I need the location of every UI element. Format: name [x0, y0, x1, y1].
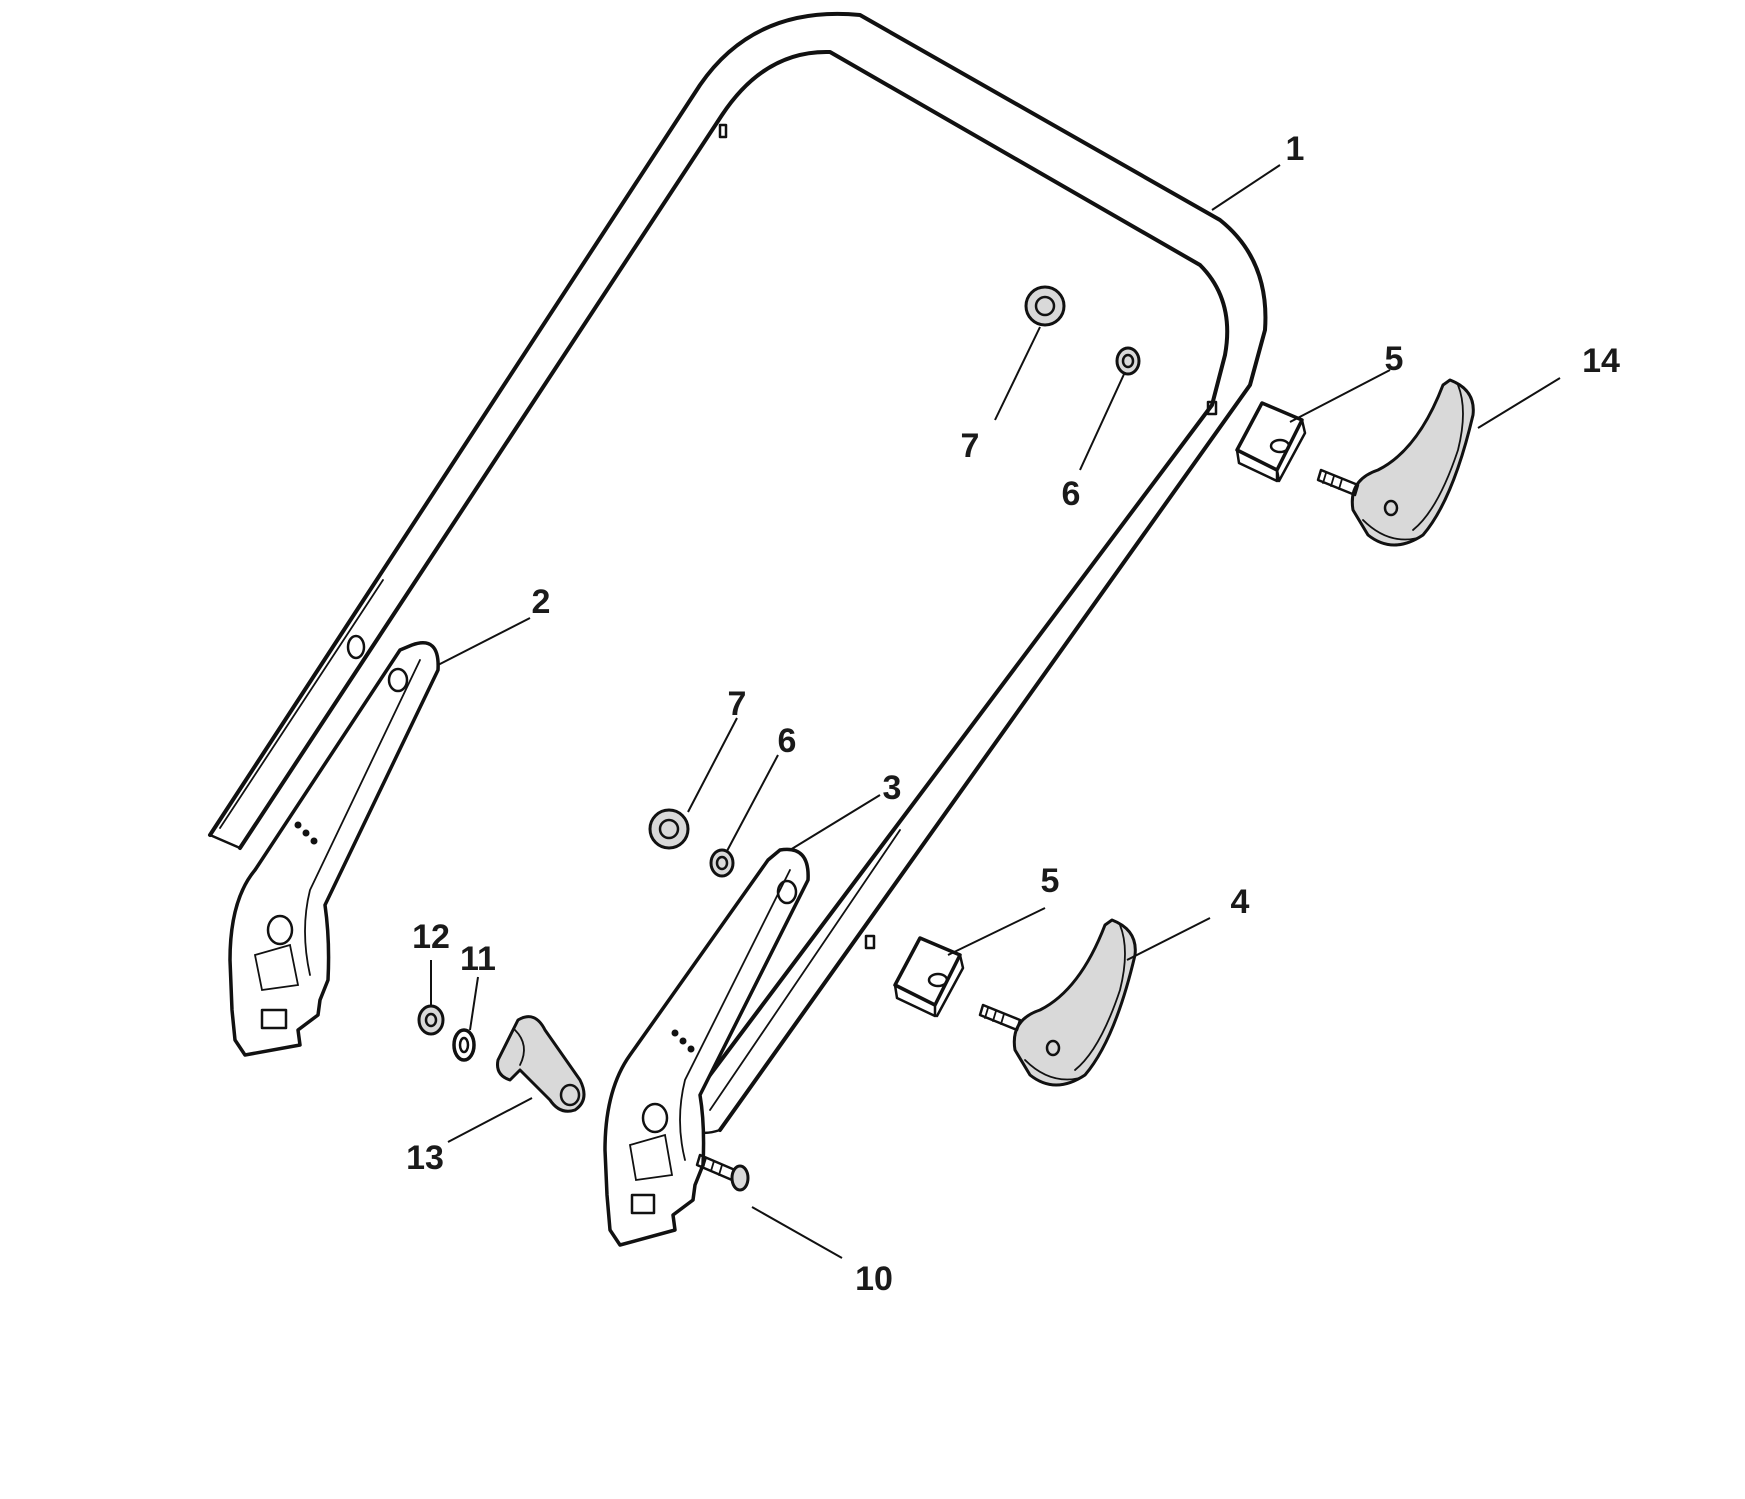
callout-14: 14 — [1582, 342, 1620, 380]
callout-13: 13 — [406, 1139, 444, 1177]
part-12-nut — [417, 1004, 445, 1036]
callout-6-upper: 6 — [1062, 475, 1081, 513]
part-2-left-bracket — [228, 641, 440, 1057]
part-5-upper-block — [1235, 401, 1307, 483]
part-6-upper-nut — [1115, 346, 1141, 376]
callout-5-upper: 5 — [1385, 340, 1404, 378]
part-11-washer — [452, 1028, 476, 1062]
callout-3: 3 — [883, 769, 902, 807]
callout-1: 1 — [1286, 130, 1305, 168]
part-3-right-bracket — [603, 847, 810, 1247]
part-7-upper-nut — [1024, 285, 1066, 327]
part-6-lower-nut — [709, 848, 735, 878]
callout-11: 11 — [460, 940, 496, 978]
callout-6-lower: 6 — [778, 722, 797, 760]
callout-4: 4 — [1231, 883, 1250, 921]
part-1-upper-handle — [208, 11, 1268, 1135]
callout-10: 10 — [855, 1260, 893, 1298]
leader-lines — [430, 164, 1561, 1259]
callout-7-upper: 7 — [961, 427, 980, 465]
part-14-upper-knob — [1316, 378, 1475, 547]
callout-2: 2 — [532, 583, 551, 621]
part-13-cable-guide — [496, 1015, 586, 1113]
part-10-screw — [695, 1153, 750, 1192]
callout-labels: 1 2 3 4 5 5 6 6 7 7 10 11 12 13 14 — [406, 130, 1620, 1298]
part-5-lower-block — [893, 936, 965, 1018]
part-7-lower-nut — [648, 808, 690, 850]
part-4-lower-knob — [978, 918, 1137, 1087]
callout-7-lower: 7 — [728, 685, 747, 723]
callout-12: 12 — [412, 918, 450, 956]
callout-5-lower: 5 — [1041, 862, 1060, 900]
